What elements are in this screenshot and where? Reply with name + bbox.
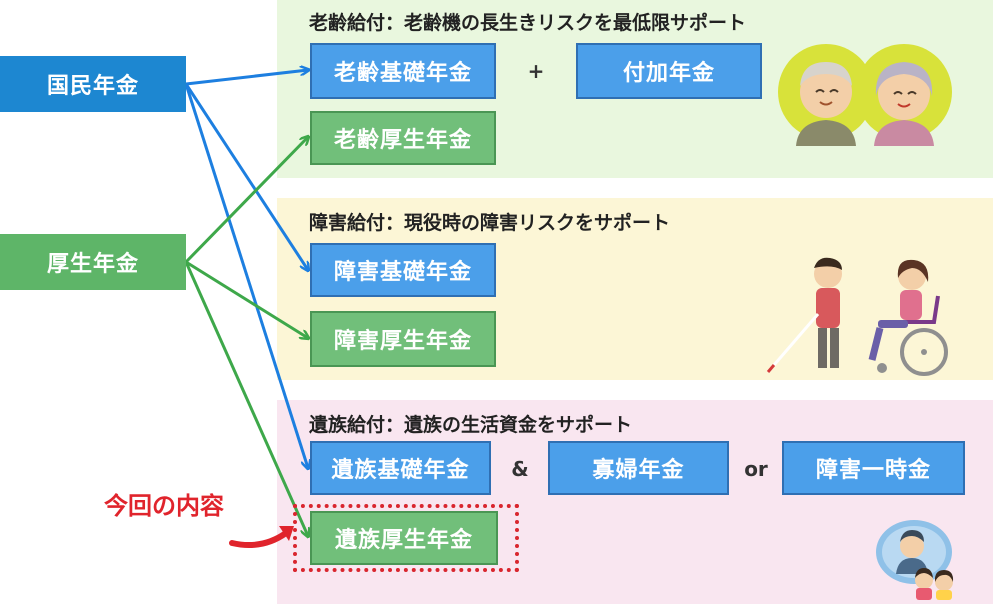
lump-sum-box: 障害一時金 <box>782 441 965 495</box>
arrow-employee-to-old-age-employee <box>184 137 308 264</box>
bereaved-family-illustration <box>876 520 954 600</box>
note-pointer-arrowhead <box>279 526 294 541</box>
current-topic-highlight <box>293 504 519 572</box>
note-pointer-arrow <box>229 530 289 548</box>
national-pension-box: 国民年金 <box>0 56 186 112</box>
employee-pension-box: 厚生年金 <box>0 234 186 290</box>
plus-operator: + <box>527 59 545 83</box>
arrow-national-to-survivor-basic <box>184 83 308 468</box>
disability-employee-pension-box: 障害厚生年金 <box>310 311 496 367</box>
or-operator: or <box>744 457 768 481</box>
arrow-employee-to-disability-employee <box>185 260 308 338</box>
old-age-employee-pension-box: 老齢厚生年金 <box>310 111 496 165</box>
arrow-national-to-old-age-basic <box>185 70 308 86</box>
disability-benefit-title: 障害給付：現役時の障害リスクをサポート <box>309 212 671 234</box>
survivor-benefit-title: 遺族給付：遺族の生活資金をサポート <box>309 414 633 436</box>
arrow-national-to-disability-basic <box>184 83 308 270</box>
widow-pension-box: 寡婦年金 <box>548 441 729 495</box>
old-age-benefit-title: 老齢給付：老齢機の長生きリスクを最低限サポート <box>309 12 747 34</box>
additional-pension-box: 付加年金 <box>576 43 762 99</box>
arrow-employee-to-survivor-employee <box>184 261 308 536</box>
disability-basic-pension-box: 障害基礎年金 <box>310 243 496 297</box>
old-age-basic-pension-box: 老齢基礎年金 <box>310 43 496 99</box>
disability-illustration <box>766 257 948 376</box>
survivor-basic-pension-box: 遺族基礎年金 <box>310 441 491 495</box>
current-topic-label: 今回の内容 <box>104 492 224 520</box>
elderly-couple-illustration <box>778 44 952 146</box>
and-operator: & <box>511 457 529 481</box>
survivor-employee-pension-box: 遺族厚生年金 <box>310 511 498 565</box>
